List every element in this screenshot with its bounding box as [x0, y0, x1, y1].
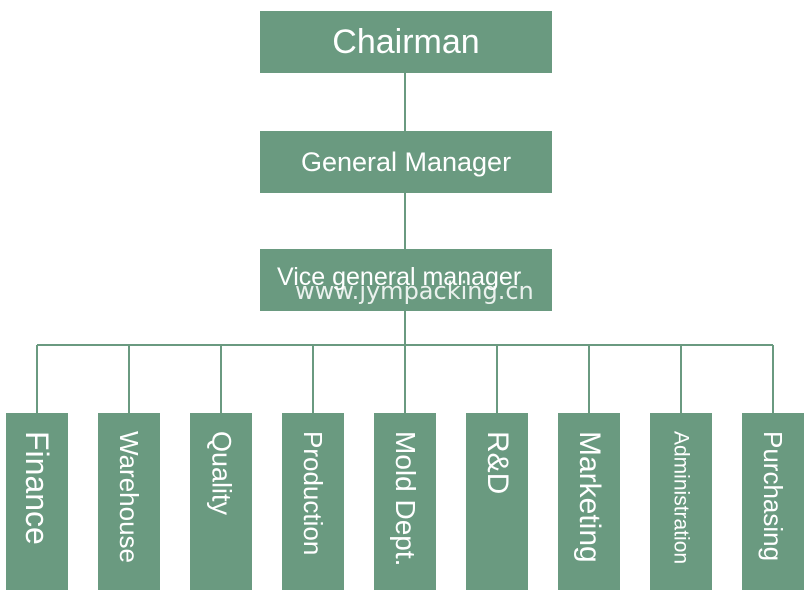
department-rd-label: R&D	[481, 431, 514, 495]
department-quality-box: Quality	[190, 413, 252, 590]
watermark-text: www.jympacking.cn	[295, 277, 534, 305]
department-marketing-label: Marketing	[573, 431, 606, 563]
department-finance-label: Finance	[19, 431, 55, 545]
general-manager-label: General Manager	[300, 146, 512, 177]
department-warehouse-box: Warehouse	[98, 413, 160, 590]
department-rd-box: R&D	[466, 413, 528, 590]
general-manager-box: General Manager	[260, 131, 552, 193]
chairman-box: Chairman	[260, 11, 552, 73]
vice-general-manager-box: Vice general manager www.jympacking.cn	[260, 249, 552, 311]
department-production-label: Production	[298, 431, 328, 556]
department-mold-dept-box: Mold Dept.	[374, 413, 436, 590]
chairman-label: Chairman	[332, 22, 480, 61]
department-marketing-box: Marketing	[558, 413, 620, 590]
department-purchasing-label: Purchasing	[758, 431, 788, 562]
department-quality-label: Quality	[206, 431, 237, 516]
department-administration-box: Administration	[650, 413, 712, 590]
department-production-box: Production	[282, 413, 344, 590]
department-purchasing-box: Purchasing	[742, 413, 804, 590]
department-finance-box: Finance	[6, 413, 68, 590]
department-administration-label: Administration	[669, 431, 693, 565]
department-mold-dept-label: Mold Dept.	[390, 431, 421, 567]
department-warehouse-label: Warehouse	[114, 431, 144, 563]
vice-general-manager-label: Vice general manager	[277, 263, 522, 291]
